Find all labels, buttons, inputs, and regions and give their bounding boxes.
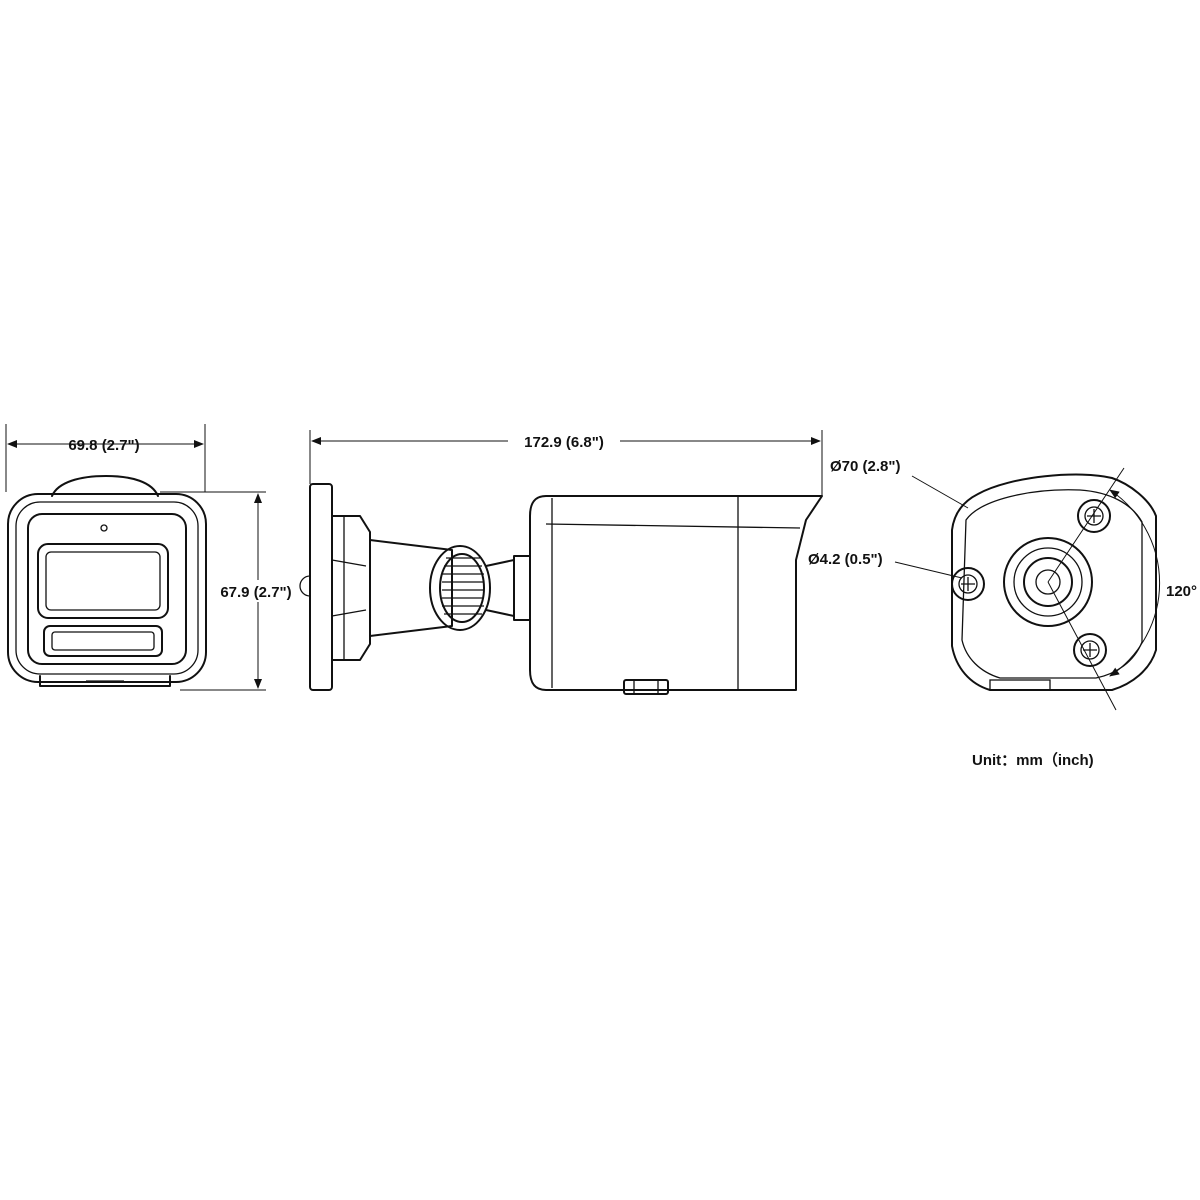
mount-neck-ring bbox=[513, 555, 531, 621]
front-view: 69.8 (2.7") 67.9 (2.7") bbox=[5, 424, 298, 691]
width-label: 69.8 (2.7") bbox=[68, 437, 139, 454]
camera-body-side bbox=[529, 495, 823, 691]
screw-hole-left bbox=[951, 567, 985, 601]
center-middle-ring bbox=[1013, 547, 1083, 617]
camera-bottom-connector bbox=[623, 679, 669, 695]
base-bottom-tab bbox=[989, 679, 1051, 691]
front-body-inner bbox=[15, 501, 199, 675]
ball-joint-outer bbox=[429, 545, 491, 631]
length-label-bg bbox=[508, 430, 620, 452]
light-window-inner bbox=[51, 631, 155, 651]
light-window-outer bbox=[43, 625, 163, 657]
mount-base-notch bbox=[299, 575, 311, 597]
diameter-base-label: Ø70 (2.8") bbox=[830, 458, 900, 475]
center-outer-ring bbox=[1003, 537, 1093, 627]
diameter-hole-label: Ø4.2 (0.5") bbox=[808, 551, 883, 568]
microphone-dot bbox=[100, 524, 108, 532]
front-top-dome bbox=[51, 475, 159, 497]
unit-note: Unit：mm（inch) bbox=[972, 751, 1094, 769]
base-plate-inner bbox=[961, 489, 1143, 679]
base-plate-outline bbox=[951, 473, 1157, 691]
base-view: 120° Ø70 (2.8") Ø4.2 (0.5") bbox=[808, 458, 1197, 711]
mount-collar bbox=[331, 515, 371, 661]
mount-collar-detail bbox=[331, 559, 367, 617]
angle-ray-lower bbox=[1047, 581, 1117, 711]
side-view: 172.9 (6.8") bbox=[299, 430, 823, 695]
angle-ray-upper bbox=[1047, 467, 1125, 583]
lens-window-inner bbox=[45, 551, 161, 611]
diameter-base-leader bbox=[911, 475, 969, 509]
center-core bbox=[1035, 569, 1061, 595]
screw-hole-top bbox=[1077, 499, 1111, 533]
height-label-bg bbox=[214, 580, 298, 602]
height-label: 67.9 (2.7") bbox=[220, 584, 291, 601]
camera-body-seam bbox=[545, 523, 801, 529]
center-inner-ring bbox=[1023, 557, 1073, 607]
diameter-hole-leader bbox=[894, 561, 963, 579]
mount-arm bbox=[369, 539, 453, 637]
angle-arc bbox=[1109, 489, 1161, 677]
angle-label: 120° bbox=[1166, 583, 1197, 600]
lens-window-outer bbox=[37, 543, 169, 619]
front-faceplate bbox=[27, 513, 187, 665]
ball-joint-grip bbox=[442, 557, 484, 615]
front-bottom-foot bbox=[39, 675, 171, 687]
mount-base-plate bbox=[309, 483, 333, 691]
length-label: 172.9 (6.8") bbox=[524, 434, 604, 451]
ball-joint-inner bbox=[439, 553, 485, 623]
front-body-outer bbox=[7, 493, 207, 683]
screw-hole-bottom bbox=[1073, 633, 1107, 667]
